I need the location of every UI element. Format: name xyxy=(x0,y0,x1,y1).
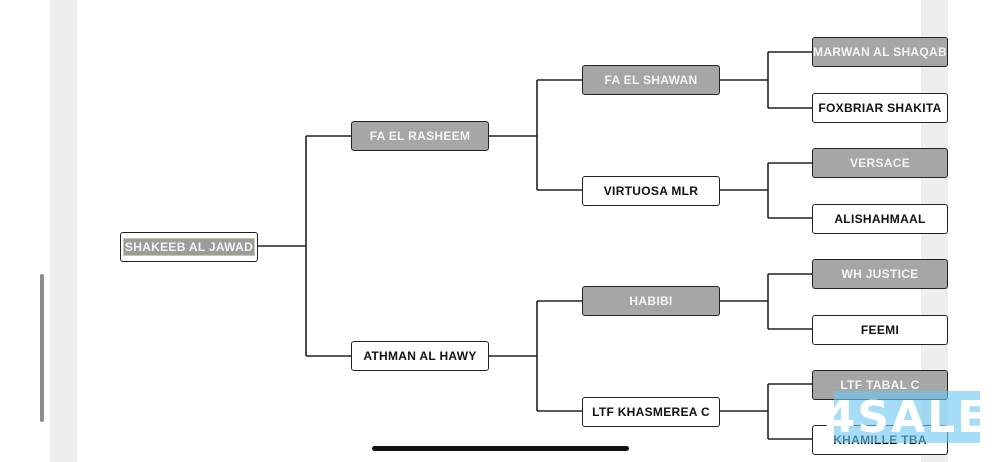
bracket-node-r2-4[interactable]: LTF KHASMEREA C xyxy=(582,397,720,427)
bracket-node-r1-2[interactable]: ATHMAN AL HAWY xyxy=(351,341,489,371)
bracket-node-r3-6[interactable]: FEEMI xyxy=(812,315,948,345)
bracket-node-r3-4[interactable]: ALISHAHMAAL xyxy=(812,204,948,234)
bracket-node-r3-1[interactable]: MARWAN AL SHAQAB xyxy=(812,37,948,67)
watermark-logo: 4SALE xyxy=(824,391,990,443)
left-gutter xyxy=(50,0,77,462)
bracket-root-label: SHAKEEB AL JAWAD xyxy=(122,238,256,256)
bracket-node-r3-5[interactable]: WH JUSTICE xyxy=(812,259,948,289)
bracket-node-r2-3[interactable]: HABIBI xyxy=(582,286,720,316)
bracket-root[interactable]: SHAKEEB AL JAWAD xyxy=(120,232,258,262)
home-indicator[interactable] xyxy=(372,446,629,451)
scrollbar-thumb[interactable] xyxy=(40,274,44,422)
bracket-node-r1-1[interactable]: FA EL RASHEEM xyxy=(351,121,489,151)
bracket-node-r2-2[interactable]: VIRTUOSA MLR xyxy=(582,176,720,206)
bracket-node-r3-3[interactable]: VERSACE xyxy=(812,148,948,178)
bracket-node-r3-2[interactable]: FOXBRIAR SHAKITA xyxy=(812,93,948,123)
bracket-node-r2-1[interactable]: FA EL SHAWAN xyxy=(582,65,720,95)
